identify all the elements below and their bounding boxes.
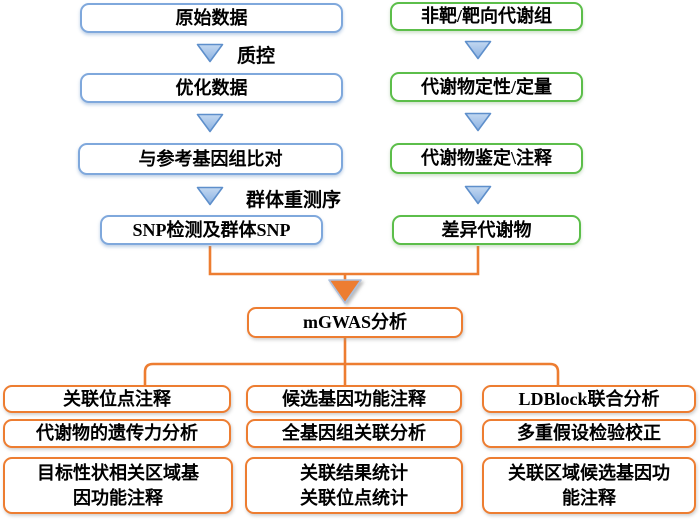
down-arrow-icon <box>196 113 224 133</box>
box-raw-data: 原始数据 <box>80 3 343 33</box>
box-mgwas-analysis: mGWAS分析 <box>247 307 463 338</box>
down-arrow-icon <box>464 40 492 60</box>
down-arrow-icon <box>196 43 224 63</box>
merge-arrow-icon <box>328 279 362 304</box>
qc-step-label: 质控 <box>237 46 276 67</box>
box-assoc-result-stats: 关联结果统计 关联位点统计 <box>245 457 463 514</box>
down-arrow-icon <box>464 112 492 132</box>
box-metabolite-annotation: 代谢物鉴定\注释 <box>390 143 583 174</box>
box-candidate-gene-annotation: 候选基因功能注释 <box>246 385 462 413</box>
box-metabolome: 非靶/靶向代谢组 <box>390 2 583 31</box>
box-heritability-analysis: 代谢物的遗传力分析 <box>3 419 231 448</box>
box-diff-metabolites: 差异代谢物 <box>392 215 581 245</box>
box-target-region-gene-annotation: 目标性状相关区域基 因功能注释 <box>3 457 233 514</box>
population-resequencing-label: 群体重测序 <box>246 190 342 211</box>
down-arrow-icon <box>196 186 224 206</box>
box-metabolite-quantification: 代谢物定性/定量 <box>390 72 583 102</box>
box-genome-wide-assoc-analysis: 全基因组关联分析 <box>246 419 462 448</box>
box-optimized-data: 优化数据 <box>80 73 343 103</box>
split-bracket-line <box>143 362 560 385</box>
merge-bracket-line <box>208 246 480 276</box>
box-assoc-locus-annotation: 关联位点注释 <box>3 385 231 413</box>
box-ldblock-analysis: LDBlock联合分析 <box>482 385 696 413</box>
box-ref-genome-alignment: 与参考基因组比对 <box>78 143 343 175</box>
box-snp-detection: SNP检测及群体SNP <box>100 215 323 245</box>
down-arrow-icon <box>464 185 492 205</box>
box-multiple-testing-correction: 多重假设检验校正 <box>482 419 696 448</box>
box-assoc-region-candidate-gene-annotation: 关联区域候选基因功 能注释 <box>482 457 696 514</box>
